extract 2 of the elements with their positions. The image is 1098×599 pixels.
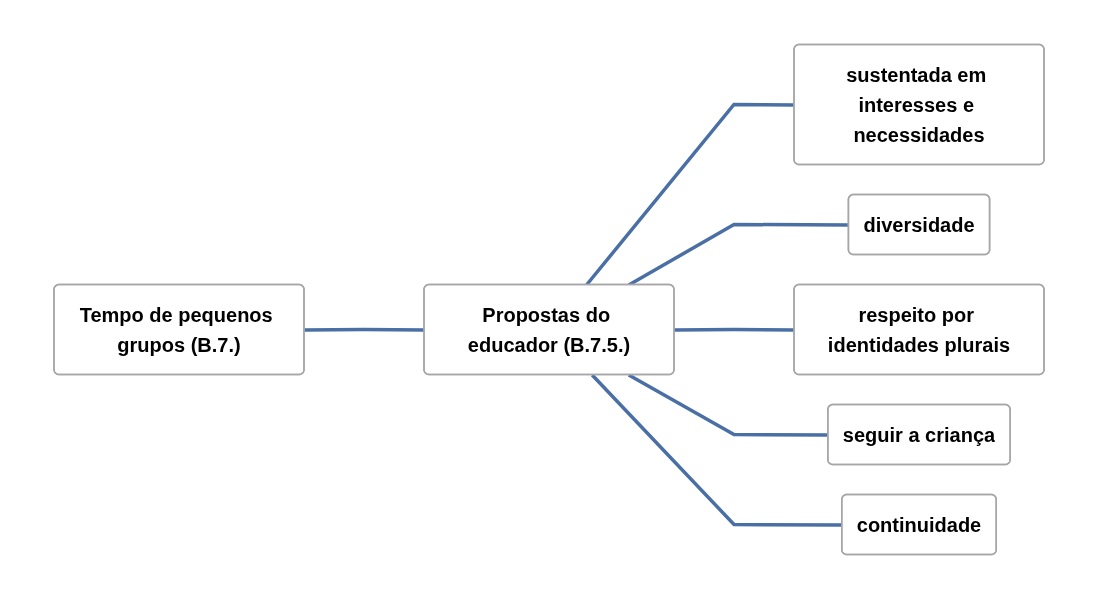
connector bbox=[304, 327, 425, 332]
connector bbox=[674, 327, 795, 332]
